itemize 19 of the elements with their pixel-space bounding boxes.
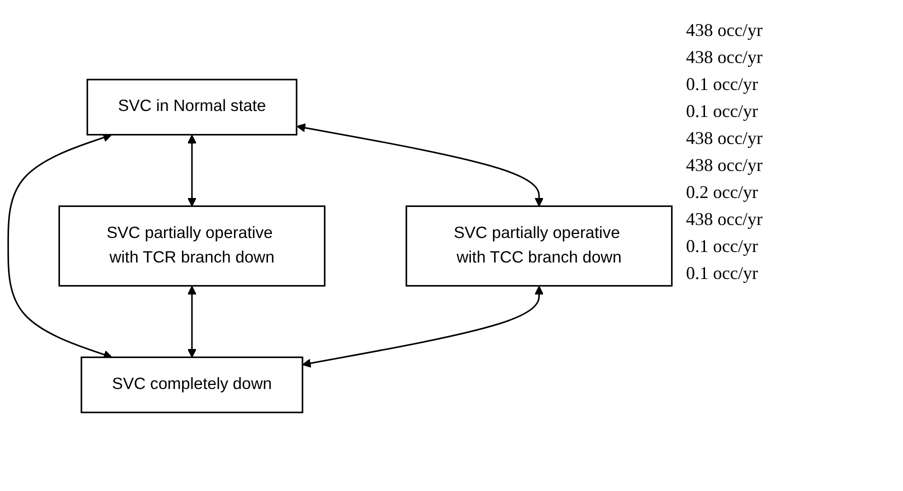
rate-label: 438 occ/yr [686,47,764,68]
rate-label: 438 occ/yr [686,209,764,230]
arrow [7,132,112,358]
rate-label: 0.1 occ/yr [686,101,759,122]
arrow [187,285,196,358]
rate-label: 438 occ/yr [686,155,764,176]
node-box: SVC in Normal state [86,78,298,135]
rate-label: 0.2 occ/yr [686,182,759,203]
rate-label: 0.1 occ/yr [686,74,759,95]
rate-label: 0.1 occ/yr [686,263,759,284]
node-box: SVC partially operative with TCC branch down [406,204,673,286]
arrow [296,122,544,206]
node-box: SVC partially operative with TCR branch down [58,204,326,286]
rate-label: 438 occ/yr [686,20,764,41]
rate-label: 438 occ/yr [686,128,764,149]
arrow [302,285,544,368]
node-box: SVC completely down [80,356,304,413]
arrow [187,134,196,206]
rate-label: 0.1 occ/yr [686,236,759,257]
